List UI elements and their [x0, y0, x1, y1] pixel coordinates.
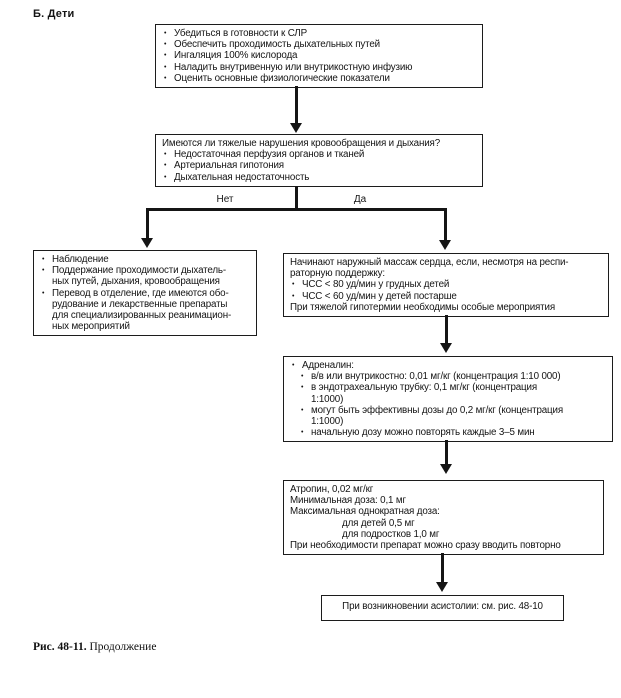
- connector-line: [146, 208, 447, 211]
- list-item: Обеспечить проходимость дыхательных путе…: [162, 39, 476, 50]
- atropine-line: Максимальная однократная доза:: [290, 506, 440, 518]
- list-item: Ингаляция 100% кислорода: [162, 50, 476, 61]
- observation-list: Наблюдение Поддержание проходимости дыха…: [40, 254, 250, 332]
- atropine-line: Атропин, 0,02 мг/кг: [290, 484, 374, 495]
- asystole-text: При возникновении асистолии: см. рис. 48…: [342, 601, 543, 612]
- atropine-dose-children: для детей 0,5 мг: [342, 517, 415, 529]
- arrow-down-icon: [439, 240, 451, 250]
- figure-caption: Рис. 48-11. Продолжение: [33, 641, 156, 653]
- section-title: Б. Дети: [33, 8, 75, 20]
- list-item: ЧСС < 80 уд/мин у грудных детей: [290, 279, 602, 290]
- figure-caption-label: Рис. 48-11.: [33, 641, 87, 653]
- atropine-line: Минимальная доза: 0,1 мг: [290, 495, 406, 507]
- list-item: Убедиться в готовности к СЛР: [162, 28, 476, 39]
- connector-line: [445, 440, 448, 465]
- connector-line: [441, 553, 444, 583]
- arrow-down-icon: [436, 582, 448, 592]
- list-item: Наладить внутривенную или внутрикостную …: [162, 62, 476, 73]
- initial-steps-list: Убедиться в готовности к СЛР Обеспечить …: [162, 28, 476, 84]
- connector-line: [295, 86, 298, 124]
- list-item: Артериальная гипотония: [162, 160, 476, 171]
- arrow-down-icon: [290, 123, 302, 133]
- connector-line: [444, 208, 447, 241]
- adrenaline-list: в/в или внутрикостно: 0,01 мг/кг (концен…: [299, 371, 606, 438]
- atropine-footer: При необходимости препарат можно сразу в…: [290, 540, 561, 552]
- branch-label-no: Нет: [198, 194, 252, 205]
- list-item: Недостаточная перфузия органов и тканей: [162, 149, 476, 160]
- box-question: Имеются ли тяжелые нарушения кровообраще…: [155, 134, 483, 187]
- box-initial-steps: Убедиться в готовности к СЛР Обеспечить …: [155, 24, 483, 89]
- compressions-lead: Начинают наружный массаж сердца, если, н…: [290, 257, 569, 280]
- list-item: в эндотрахеальную трубку: 0,1 мг/кг (кон…: [299, 382, 606, 404]
- list-item: в/в или внутрикостно: 0,01 мг/кг (концен…: [299, 371, 606, 382]
- box-observation: Наблюдение Поддержание проходимости дыха…: [33, 250, 257, 337]
- compressions-footer: При тяжелой гипотермии необходимы особые…: [290, 301, 555, 313]
- connector-line: [295, 186, 298, 210]
- connector-line: [146, 208, 149, 239]
- arrow-down-icon: [440, 343, 452, 353]
- list-item: Адреналин:: [290, 360, 606, 371]
- list-item: могут быть эффективны дозы до 0,2 мг/кг …: [299, 405, 606, 427]
- box-adrenaline: Адреналин: в/в или внутрикостно: 0,01 мг…: [283, 356, 613, 443]
- list-item: Оценить основные физиологические показат…: [162, 73, 476, 84]
- arrow-down-icon: [141, 238, 153, 248]
- box-chest-compressions: Начинают наружный массаж сердца, если, н…: [283, 253, 609, 318]
- question-heading: Имеются ли тяжелые нарушения кровообраще…: [162, 138, 440, 149]
- figure-caption-text: Продолжение: [89, 641, 157, 653]
- arrow-down-icon: [440, 464, 452, 474]
- list-item: Перевод в отделение, где имеются обо- ру…: [40, 288, 250, 333]
- question-list: Недостаточная перфузия органов и тканей …: [162, 149, 476, 183]
- list-item: Наблюдение: [40, 254, 250, 265]
- list-item: Дыхательная недостаточность: [162, 172, 476, 183]
- box-asystole-note: При возникновении асистолии: см. рис. 48…: [321, 595, 564, 621]
- list-item: ЧСС < 60 уд/мин у детей постарше: [290, 291, 602, 302]
- list-item: начальную дозу можно повторять каждые 3–…: [299, 427, 606, 438]
- adrenaline-label-list: Адреналин:: [290, 360, 606, 371]
- list-item: Поддержание проходимости дыхатель- ных п…: [40, 265, 250, 287]
- branch-label-yes: Да: [333, 194, 387, 205]
- box-atropine: Атропин, 0,02 мг/кг Минимальная доза: 0,…: [283, 480, 604, 556]
- atropine-dose-adolescents: для подростков 1,0 мг: [342, 528, 440, 540]
- compressions-list: ЧСС < 80 уд/мин у грудных детей ЧСС < 60…: [290, 279, 602, 302]
- connector-line: [445, 315, 448, 344]
